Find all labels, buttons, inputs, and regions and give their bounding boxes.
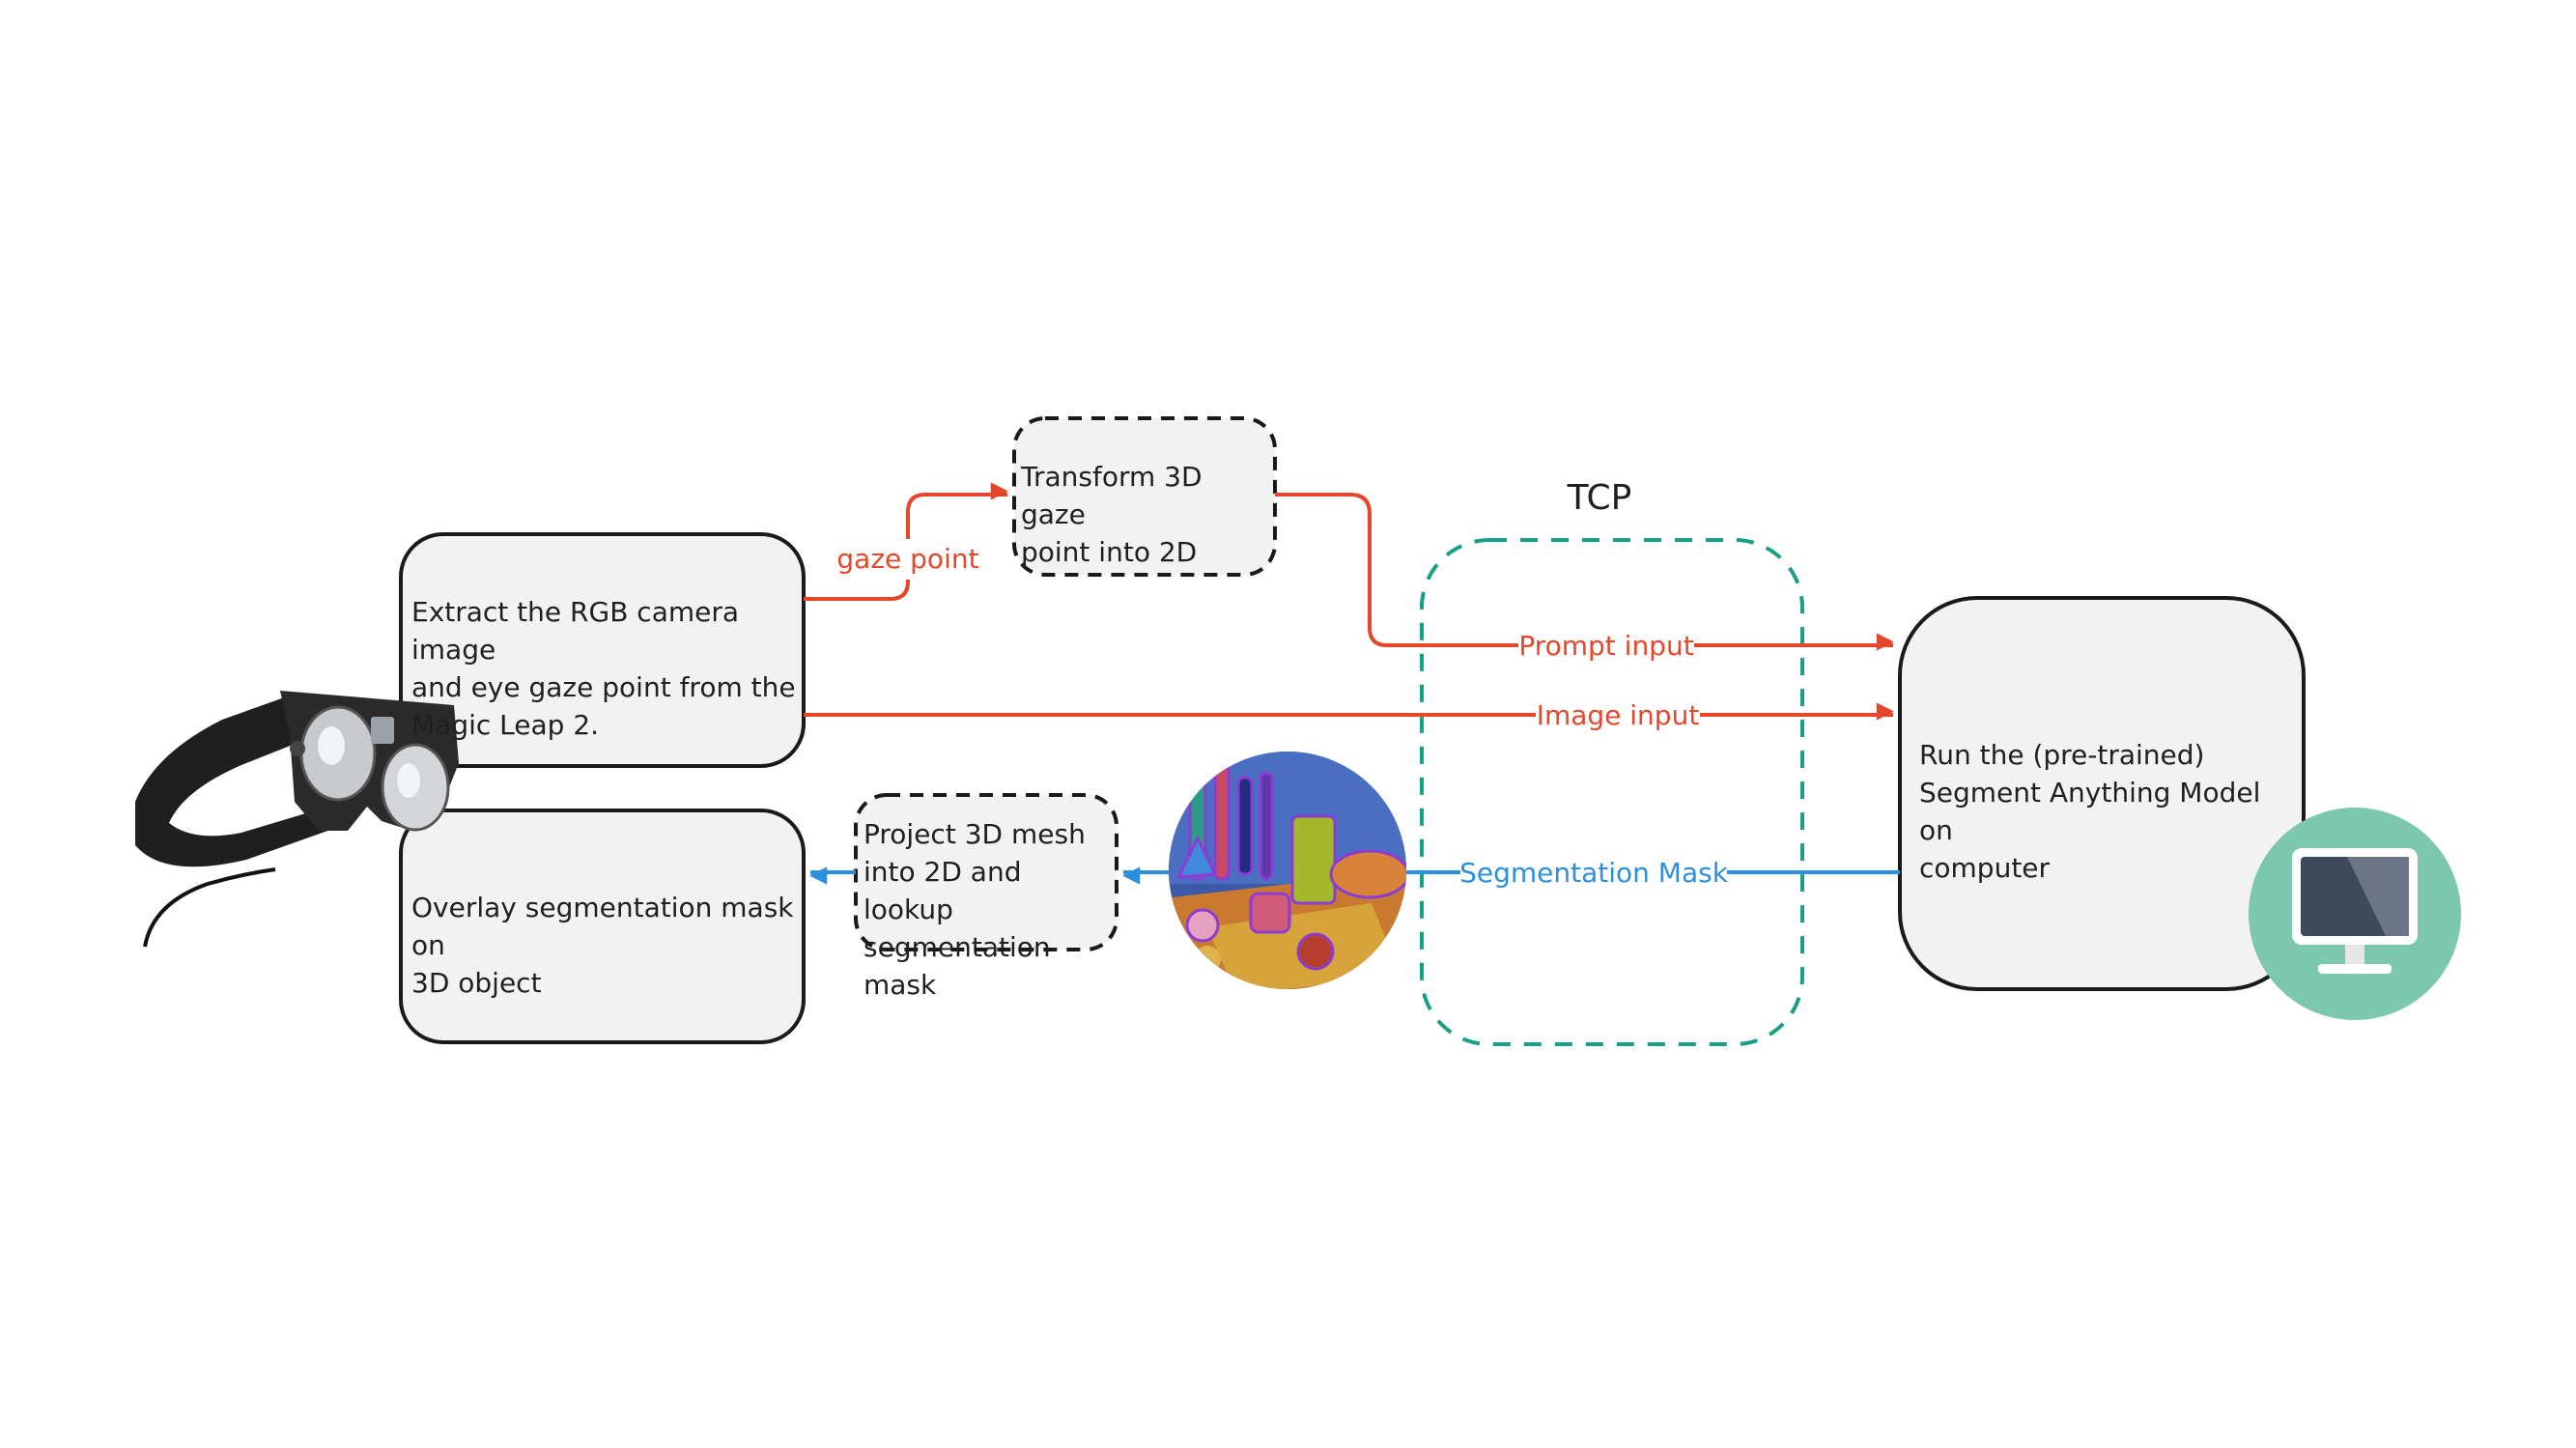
gaze-point-label: gaze point (836, 543, 978, 575)
prompt-input-arrow (1275, 493, 1894, 651)
segmentation-mask-thumbnail (1169, 752, 1406, 989)
tcp-group-box (1420, 538, 1804, 1046)
tcp-label: TCP (1567, 478, 1632, 518)
extract-node-text: Extract the RGB camera image and eye gaz… (411, 596, 796, 741)
image-input-label: Image input (1537, 699, 1700, 731)
prompt-input-label: Prompt input (1518, 630, 1693, 662)
transform-node-text: Transform 3D gaze point into 2D (1021, 461, 1203, 568)
ar-glasses-icon (135, 691, 459, 948)
transform-node-box (1012, 416, 1277, 577)
sam-node-text: Run the (pre-trained) Segment Anything M… (1919, 739, 2261, 884)
extract-node-box (399, 532, 806, 768)
project-node-text: Project 3D mesh into 2D and lookup segme… (863, 818, 1086, 1001)
overlay-node-box (399, 809, 806, 1044)
desktop-monitor-icon (2249, 808, 2461, 1020)
sam-node-box (1898, 596, 2306, 991)
segmentation-mask-label: Segmentation Mask (1459, 857, 1729, 889)
overlay-node-text: Overlay segmentation mask on 3D object (411, 892, 794, 999)
